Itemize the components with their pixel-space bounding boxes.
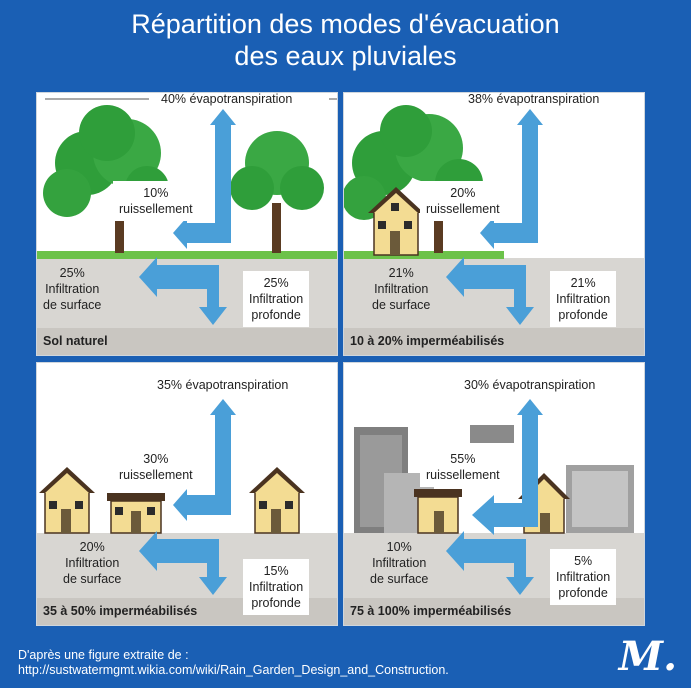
shallow-text-2: de surface — [372, 298, 431, 312]
evapotranspiration-arrow — [210, 399, 236, 513]
scenario-label: 75 à 100% imperméabilisés — [350, 604, 512, 618]
runoff-text: ruissellement — [119, 468, 193, 482]
diagram-title: Répartition des modes d'évacuation des e… — [0, 8, 691, 72]
runoff-arrow — [173, 489, 231, 521]
deep-infiltration-label: 25% Infiltration profonde — [243, 271, 310, 327]
building-left-icon — [354, 427, 434, 533]
deep-infiltration-arrow — [506, 265, 534, 325]
house-icon — [39, 467, 95, 534]
shallow-text-2: de surface — [63, 572, 122, 586]
scenario-band — [37, 328, 337, 355]
scenario-label: 35 à 50% imperméabilisés — [43, 604, 198, 618]
shallow-text-1: Infiltration — [65, 556, 120, 570]
tree-icon — [344, 105, 483, 253]
shallow-text-2: de surface — [370, 572, 429, 586]
deep-percent: 5% — [574, 554, 593, 568]
deep-text-1: Infiltration — [249, 292, 304, 306]
evapotranspiration-arrow — [517, 399, 543, 519]
shallow-percent: 21% — [388, 266, 414, 280]
house-icon — [414, 489, 462, 534]
deep-infiltration-label: 15% Infiltration profonde — [243, 559, 310, 615]
deep-percent: 15% — [263, 564, 289, 578]
deep-text-1: Infiltration — [556, 292, 611, 306]
runoff-label: 10% ruissellement — [113, 181, 199, 221]
deep-infiltration-arrow — [199, 265, 227, 325]
deep-infiltration-label: 21% Infiltration profonde — [550, 271, 617, 327]
runoff-percent: 10% — [143, 186, 169, 200]
scenario-label: Sol naturel — [43, 334, 108, 348]
runoff-text: ruissellement — [426, 202, 500, 216]
panel-sol-naturel: 40% évapotranspiration 10% ruissellement… — [36, 92, 338, 356]
runoff-label: 30% ruissellement — [113, 447, 199, 487]
shallow-infiltration-arrow — [139, 257, 207, 297]
runoff-percent: 20% — [450, 186, 476, 200]
building-small-icon — [470, 425, 514, 443]
runoff-arrow — [173, 217, 231, 249]
evapotranspiration-label: 30% évapotranspiration — [464, 378, 596, 392]
house-icon — [249, 467, 305, 534]
deep-text-2: profonde — [251, 596, 301, 610]
tree-right-icon — [230, 131, 324, 253]
runoff-arrow — [480, 217, 538, 249]
evapotranspiration-arrow — [210, 109, 236, 241]
runoff-arrow — [472, 495, 538, 535]
panel-10-20-percent: 38% évapotranspiration 20% ruissellement… — [343, 92, 645, 356]
deep-text-2: profonde — [251, 308, 301, 322]
house-icon — [368, 187, 424, 256]
deep-infiltration-arrow — [506, 539, 534, 595]
deep-infiltration-label: 5% Infiltration profonde — [550, 549, 617, 605]
runoff-percent: 55% — [450, 452, 476, 466]
runoff-label: 55% ruissellement — [420, 447, 506, 487]
shallow-infiltration-arrow — [139, 531, 207, 571]
shallow-text-1: Infiltration — [374, 282, 429, 296]
shallow-infiltration-arrow — [446, 531, 514, 571]
shallow-infiltration-arrow — [446, 257, 514, 297]
evapotranspiration-label: 35% évapotranspiration — [157, 378, 289, 392]
panel-75-100-percent: 30% évapotranspiration 55% ruissellement… — [343, 362, 645, 626]
tree-left-icon — [43, 105, 169, 253]
brand-logo: M. — [618, 633, 677, 680]
shallow-percent: 10% — [386, 540, 412, 554]
evapotranspiration-arrow — [517, 109, 543, 241]
deep-text-1: Infiltration — [556, 570, 611, 584]
deep-text-2: profonde — [558, 308, 608, 322]
deep-infiltration-arrow — [199, 539, 227, 595]
shallow-percent: 20% — [79, 540, 105, 554]
deep-percent: 21% — [570, 276, 596, 290]
grass-strip — [344, 251, 504, 259]
shallow-infiltration-label: 25% Infiltration de surface — [43, 265, 101, 313]
shallow-text-2: de surface — [43, 298, 102, 312]
shallow-text-1: Infiltration — [372, 556, 427, 570]
source-url: http://sustwatermgmt.wikia.com/wiki/Rain… — [18, 663, 449, 677]
deep-text-1: Infiltration — [249, 580, 304, 594]
source-credit: D'après une figure extraite de : http://… — [18, 648, 449, 678]
title-line-2: des eaux pluviales — [234, 41, 457, 71]
scenario-band — [344, 328, 644, 355]
runoff-percent: 30% — [143, 452, 169, 466]
house-icon — [107, 493, 165, 534]
runoff-text: ruissellement — [119, 202, 193, 216]
grass-strip — [37, 251, 337, 259]
building-right-icon — [566, 465, 634, 533]
evapotranspiration-label: 40% évapotranspiration — [155, 93, 299, 107]
shallow-text-1: Infiltration — [45, 282, 100, 296]
runoff-text: ruissellement — [426, 468, 500, 482]
panel-35-50-percent: 35% évapotranspiration 30% ruissellement… — [36, 362, 338, 626]
title-line-1: Répartition des modes d'évacuation — [131, 9, 560, 39]
shallow-infiltration-label: 21% Infiltration de surface — [372, 265, 430, 313]
shallow-infiltration-label: 10% Infiltration de surface — [370, 539, 428, 587]
evapotranspiration-label: 38% évapotranspiration — [462, 93, 606, 107]
deep-percent: 25% — [263, 276, 289, 290]
shallow-infiltration-label: 20% Infiltration de surface — [63, 539, 121, 587]
source-line-1: D'après une figure extraite de : — [18, 648, 189, 662]
deep-text-2: profonde — [558, 586, 608, 600]
shallow-percent: 25% — [59, 266, 85, 280]
scenario-label: 10 à 20% imperméabilisés — [350, 334, 505, 348]
runoff-label: 20% ruissellement — [420, 181, 506, 221]
